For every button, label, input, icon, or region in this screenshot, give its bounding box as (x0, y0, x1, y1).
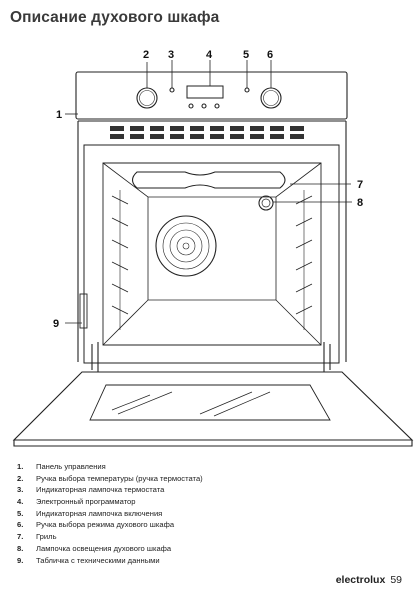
callout-6: 6 (267, 49, 273, 61)
legend-item: 1.Панель управления (17, 462, 106, 471)
legend-item: 6.Ручка выбора режима духового шкафа (17, 520, 175, 530)
legend-item: 4.Электронный программатор (17, 497, 136, 507)
brand-name: electrolux (335, 574, 386, 586)
programmer-display (186, 85, 224, 99)
callout-9: 9 (53, 318, 59, 330)
legend-item: 9.Табличка с техническими данными (17, 555, 160, 565)
legend-item: 2.Ручка выбора температуры (ручка термос… (17, 473, 203, 483)
callout-7: 7 (357, 179, 363, 191)
oven-lamp (258, 195, 274, 211)
legend-item: 3.Индикаторная лампочка термостата (17, 485, 165, 495)
legend-item: 8.Лампочка освещения духового шкафа (17, 543, 172, 553)
thermostat-lamp (169, 87, 175, 93)
page-footer: electrolux 59 (336, 574, 402, 586)
callout-2: 2 (143, 49, 149, 61)
oven-door (12, 371, 414, 441)
callout-1: 1 (56, 109, 62, 121)
temperature-knob (136, 87, 158, 109)
page-number: 59 (390, 574, 402, 586)
fan-cover (155, 215, 217, 277)
callout-8: 8 (357, 197, 363, 209)
legend-item: 7.Гриль (17, 532, 57, 542)
grill-element (131, 171, 286, 189)
control-panel (75, 71, 348, 120)
page-title: Описание духового шкафа (10, 9, 220, 26)
legend-item: 5.Индикаторная лампочка включения (17, 508, 163, 518)
callout-3: 3 (168, 49, 174, 61)
function-knob (260, 87, 282, 109)
parts-legend: 1.Панель управления 2.Ручка выбора темпе… (17, 461, 203, 566)
callout-5: 5 (243, 49, 249, 61)
power-lamp (244, 87, 250, 93)
rating-plate (79, 293, 88, 329)
callout-4: 4 (206, 49, 213, 61)
door-glass (89, 384, 331, 421)
